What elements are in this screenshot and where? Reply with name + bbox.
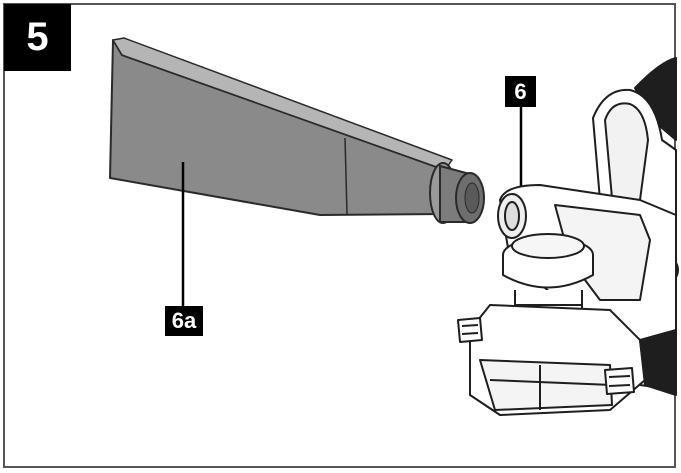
callout-label-6: 6 [505, 76, 536, 107]
step-number-badge: 5 [4, 4, 71, 71]
machine-body [457, 57, 679, 416]
callout-label-6a: 6a [165, 306, 203, 336]
flat-nozzle [109, 37, 485, 224]
